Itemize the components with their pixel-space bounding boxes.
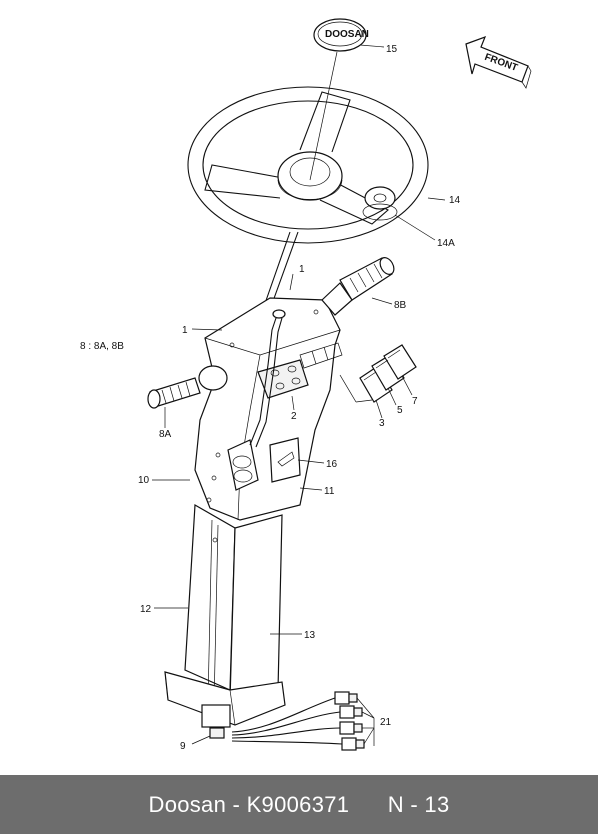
- column-cover: [164, 503, 286, 739]
- lever-8A: [147, 365, 228, 409]
- callout-12: 12: [140, 604, 152, 615]
- parts-diagram: FRONT DOOSAN: [80, 18, 532, 752]
- callout-3: 3: [379, 418, 385, 429]
- footer-bar: Doosan - K9006371 N - 13: [0, 775, 598, 834]
- column-housing: [194, 297, 343, 521]
- leader-lines: [152, 273, 413, 745]
- wiring-harness: [231, 691, 375, 751]
- front-arrow-icon: FRONT: [465, 35, 532, 89]
- callout-labels: 15 14 14A 1 1 8B 8 : 8A, 8B 8A 2 3 5 7 1…: [80, 44, 461, 752]
- callout-14: 14: [449, 195, 461, 206]
- callout-8A: 8A: [159, 429, 172, 440]
- callout-15: 15: [386, 44, 398, 55]
- callout-2: 2: [291, 411, 297, 422]
- footer-text: Doosan - K9006371 N - 13: [148, 791, 450, 817]
- combination-switch: [227, 309, 286, 491]
- callout-21: 21: [380, 717, 392, 728]
- callout-16: 16: [326, 459, 338, 470]
- steering-wheel: [187, 86, 429, 244]
- callout-1-top: 1: [299, 264, 305, 275]
- callout-10: 10: [138, 475, 150, 486]
- callout-1-left: 1: [182, 325, 188, 336]
- callout-8-note: 8 : 8A, 8B: [80, 341, 124, 352]
- horn-logo-text: DOOSAN: [325, 29, 369, 40]
- callout-5: 5: [397, 405, 403, 416]
- callout-13: 13: [304, 630, 316, 641]
- callout-8B: 8B: [394, 300, 407, 311]
- callout-11: 11: [324, 486, 335, 497]
- lever-8B: [321, 257, 395, 316]
- horn-button: DOOSAN: [313, 18, 369, 52]
- callout-7: 7: [412, 396, 418, 407]
- rocker-switches: [359, 344, 417, 403]
- steering-column-illustration: FRONT DOOSAN: [80, 18, 532, 752]
- callout-9: 9: [180, 741, 186, 752]
- callout-14A: 14A: [437, 238, 455, 249]
